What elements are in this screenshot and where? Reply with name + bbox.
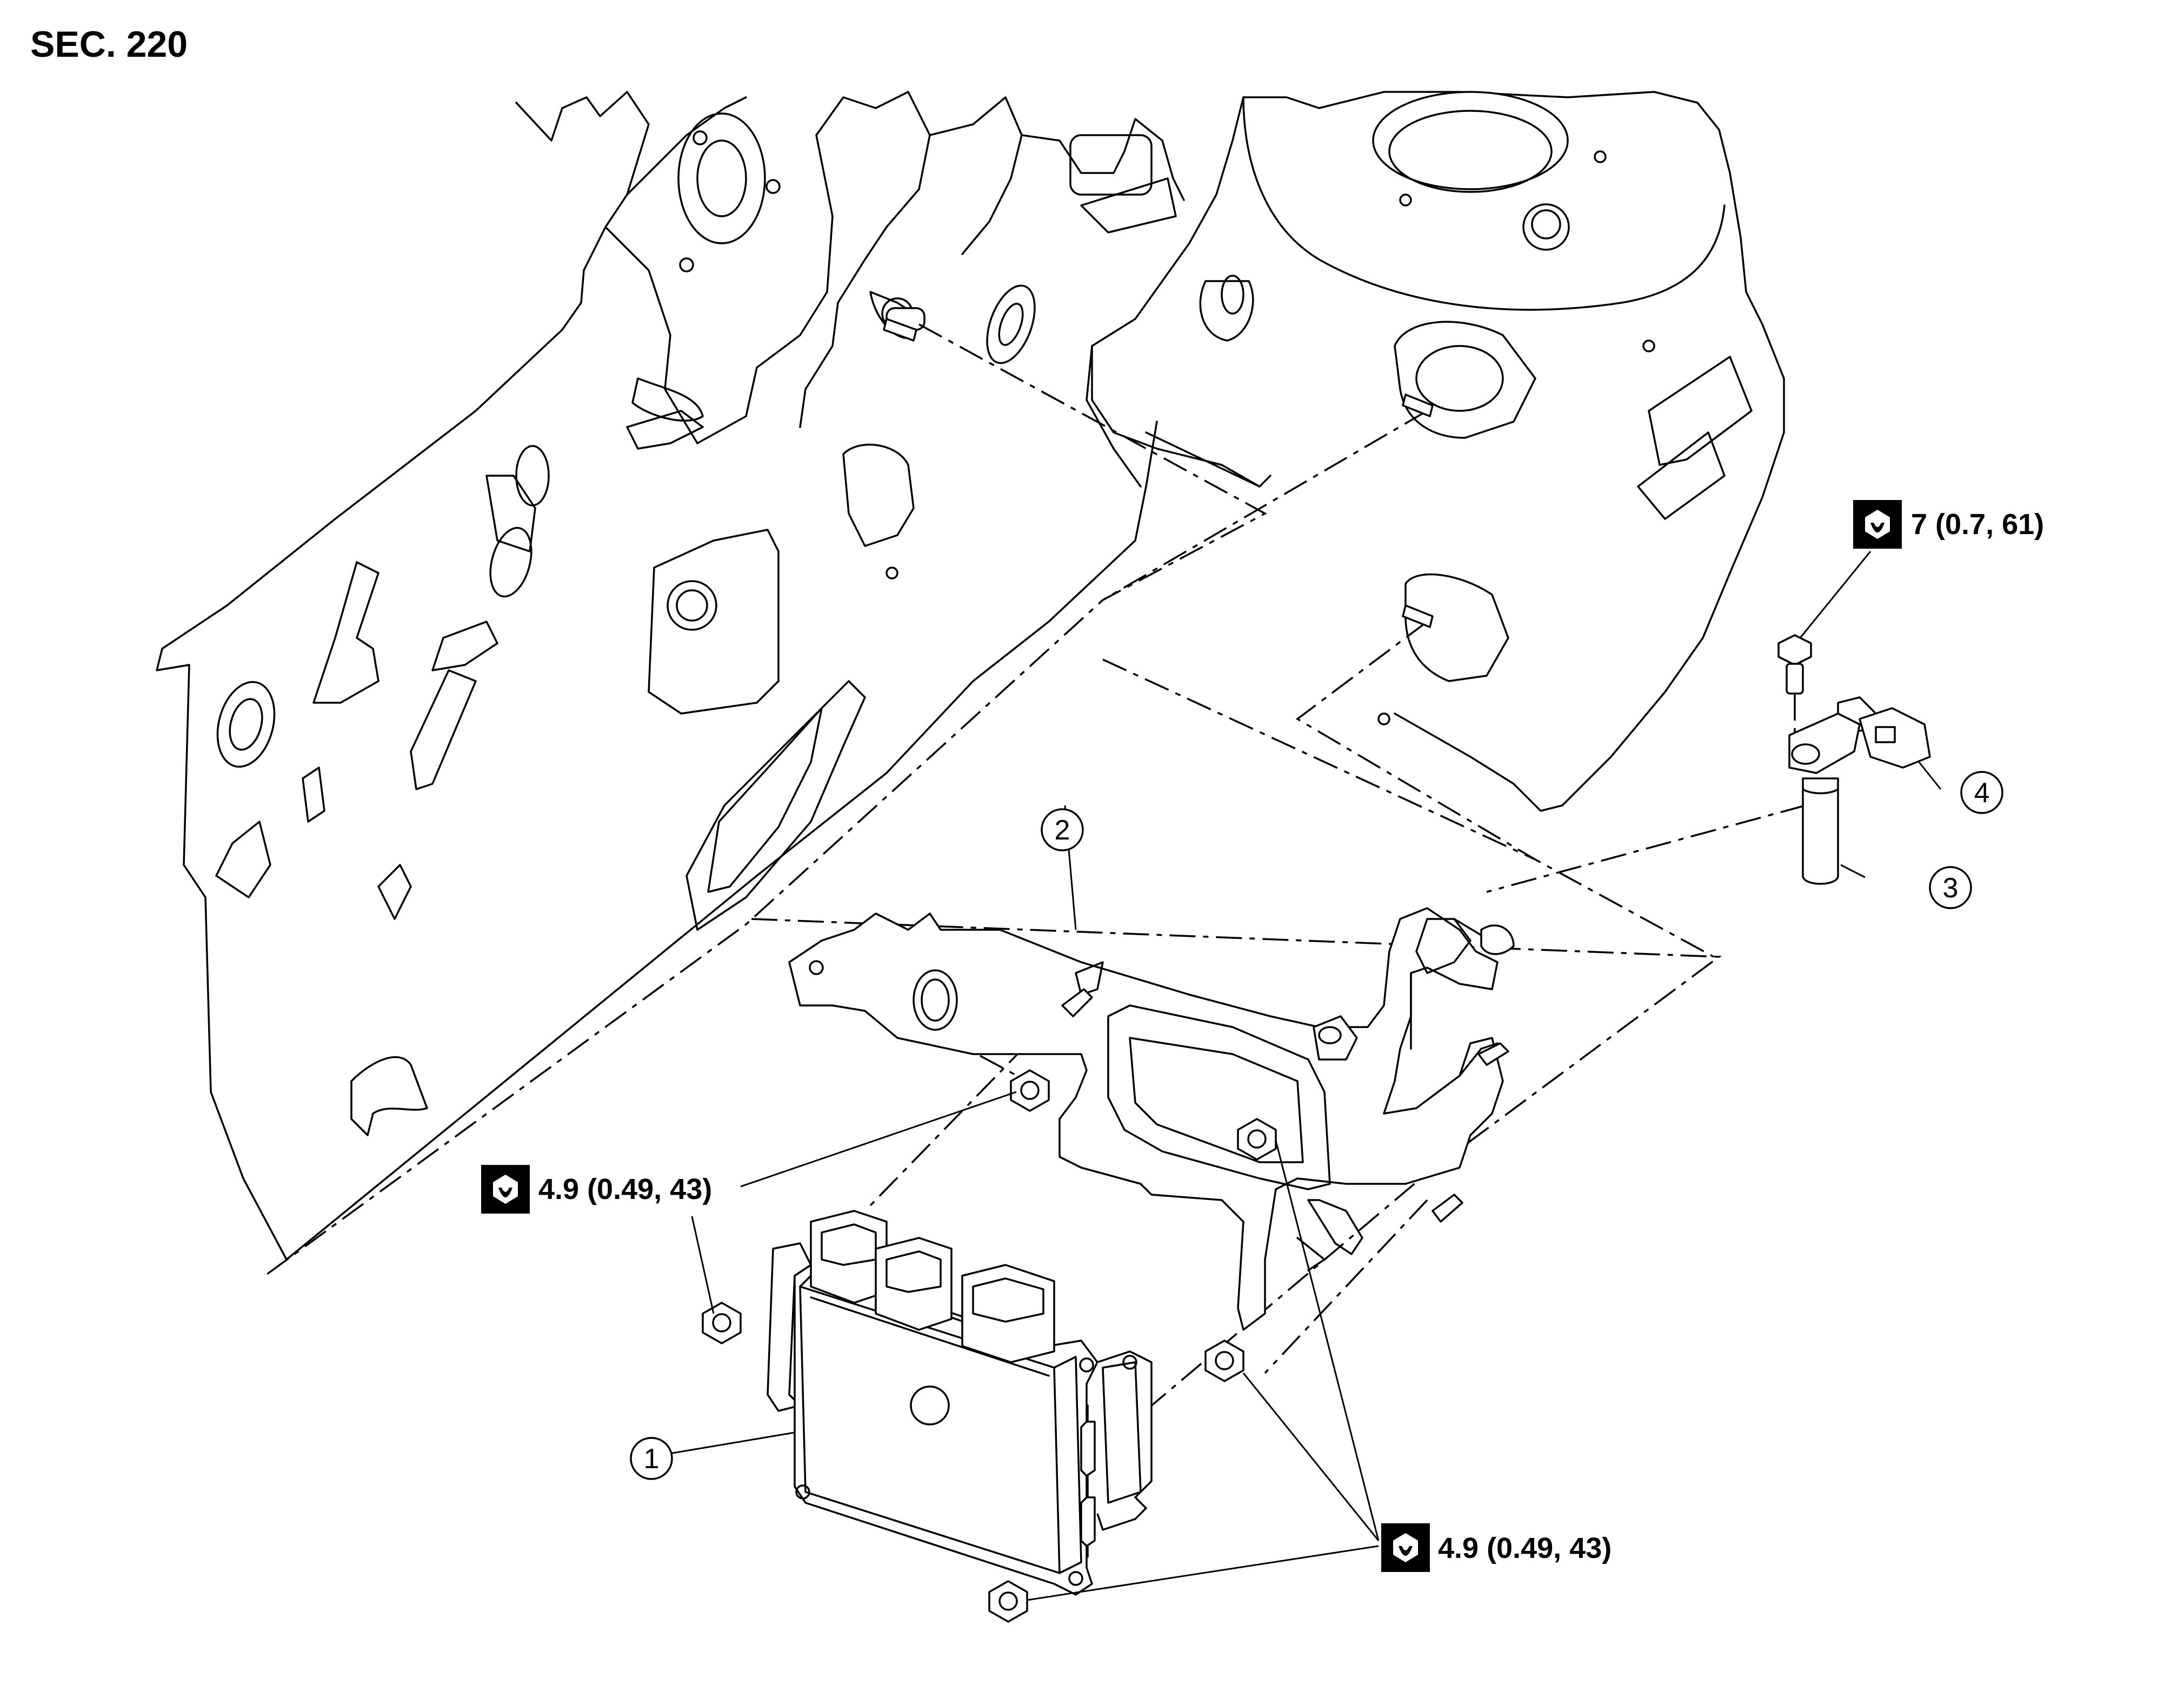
engine-studs: [883, 318, 1434, 628]
callout-2: 2: [1041, 808, 1084, 851]
sensor-bolt: [1777, 634, 1812, 746]
section-label: SEC. 220: [30, 24, 188, 65]
nut-upper-right: [1237, 1118, 1277, 1161]
torque-wrench-icon: [1381, 1523, 1430, 1572]
engine-compartment-structure: [156, 91, 1785, 1261]
nut-left: [702, 1302, 742, 1344]
sensor-bracket: [1788, 696, 1931, 774]
torque-wrench-icon: [1853, 500, 1902, 549]
callout-1: 1: [630, 1437, 673, 1480]
callout-4: 4: [1960, 771, 2003, 814]
torque-spec-right: 4.9 (0.49, 43): [1381, 1523, 1612, 1572]
callout-3: 3: [1929, 866, 1972, 909]
ecm-bracket: [788, 907, 1515, 1331]
torque-spec-sensor: 7 (0.7, 61): [1853, 500, 2044, 549]
ecm-unit: [767, 1210, 1153, 1596]
torque-value-sensor: 7 (0.7, 61): [1911, 508, 2044, 541]
svg-text:2: 2: [1055, 815, 1070, 846]
svg-text:3: 3: [1943, 872, 1959, 904]
torque-spec-left: 4.9 (0.49, 43): [481, 1165, 712, 1214]
nut-upper-left: [1010, 1069, 1050, 1112]
torque-value-right: 4.9 (0.49, 43): [1438, 1532, 1612, 1564]
torque-value-left: 4.9 (0.49, 43): [538, 1173, 712, 1205]
nut-right: [1204, 1340, 1244, 1382]
nut-bottom: [988, 1580, 1028, 1623]
torque-wrench-icon: [481, 1165, 530, 1214]
bracket-studs: [1061, 988, 1509, 1223]
svg-text:1: 1: [644, 1443, 660, 1475]
sensor-body: [1802, 777, 1839, 885]
svg-text:4: 4: [1974, 777, 1990, 809]
